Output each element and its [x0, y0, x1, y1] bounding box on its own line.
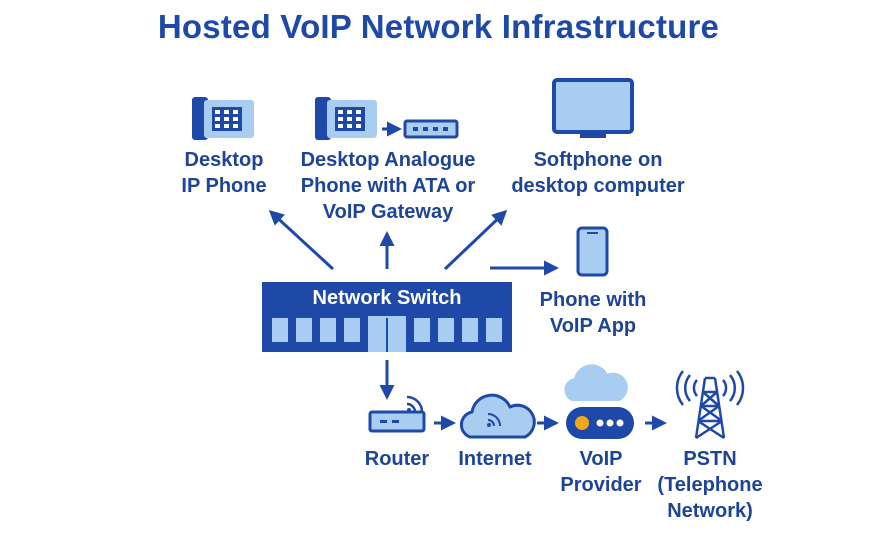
label-mobile-app: Phone with VoIP App: [539, 289, 647, 337]
monitor-icon: [552, 78, 634, 138]
diagram-title: Hosted VoIP Network Infrastructure: [157, 8, 720, 45]
analogue-phone-ata-icon: [315, 97, 459, 140]
label-pstn: PSTN (Telephone Network): [657, 448, 763, 522]
network-switch-icon: [262, 282, 512, 352]
label-voip-provider: VoIP Provider: [560, 448, 642, 496]
label-desktop-ip-phone: Desktop IP Phone: [181, 149, 267, 197]
label-internet: Internet: [458, 448, 532, 470]
network-switch-label: Network Switch: [312, 287, 462, 309]
desk-phone-icon: [192, 97, 254, 140]
arrow-to-softphone: [443, 209, 508, 271]
label-analogue-phone: Desktop Analogue Phone with ATA or VoIP …: [300, 149, 476, 223]
cloud-icon: [459, 393, 536, 439]
cell-tower-icon: [675, 370, 745, 440]
provider-cloud-icon: [564, 364, 634, 439]
smartphone-icon: [576, 226, 609, 277]
label-router: Router: [364, 448, 430, 470]
router-icon: [368, 395, 426, 433]
arrow-to-desk-phone: [268, 209, 335, 271]
label-softphone: Softphone on desktop computer: [511, 149, 685, 197]
